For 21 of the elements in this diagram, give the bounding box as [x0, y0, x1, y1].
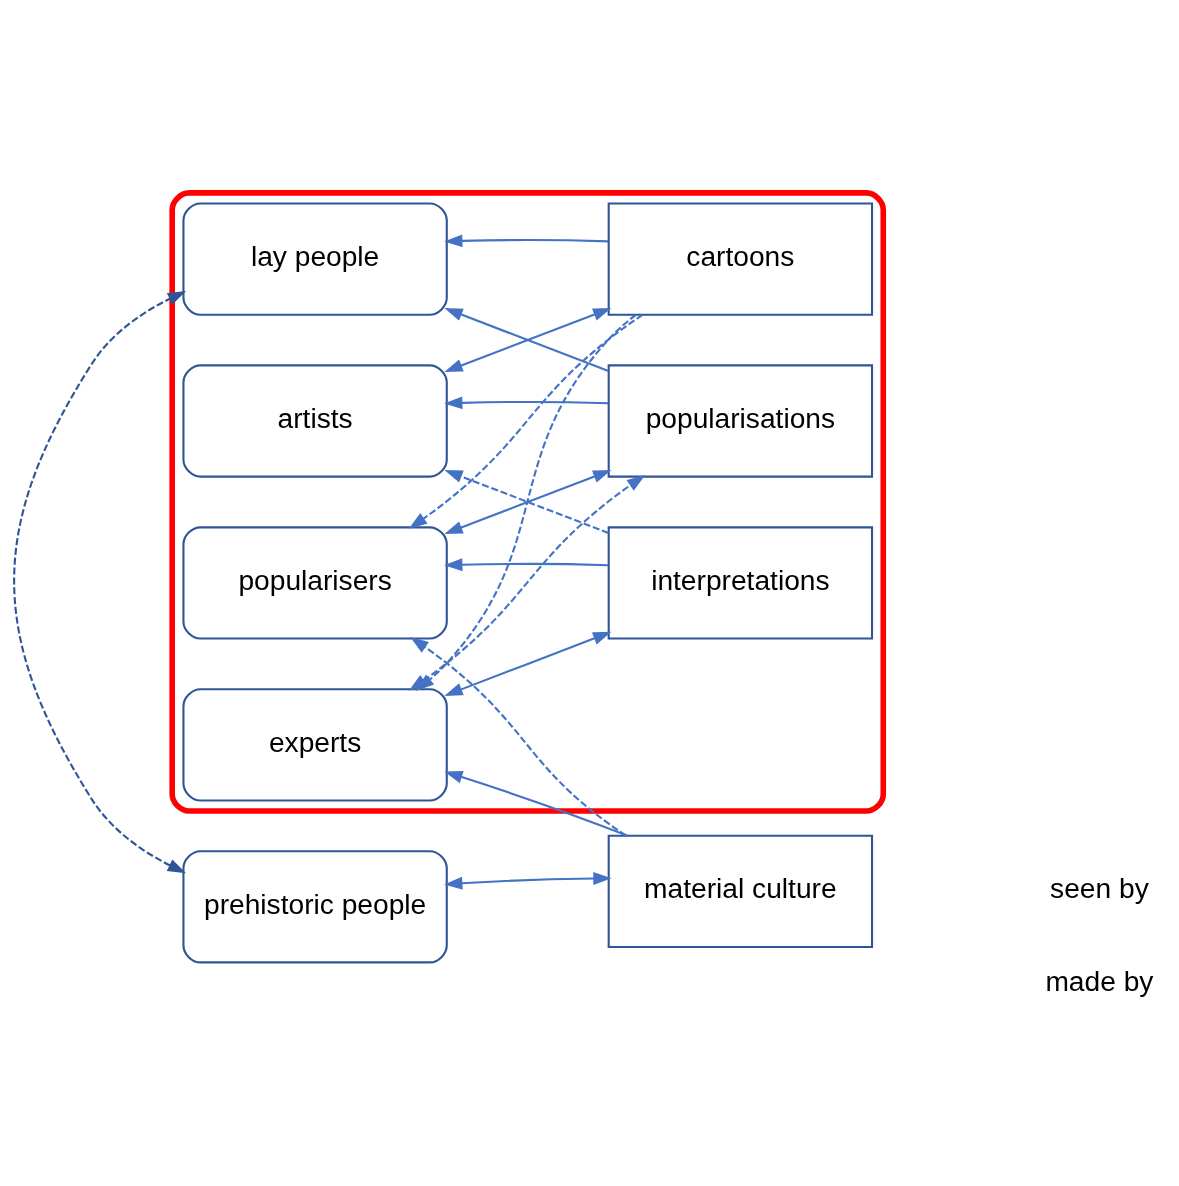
- node-box: popularisers: [182, 525, 448, 640]
- legend-label: seen by: [1050, 872, 1149, 904]
- node-box: cartoons: [607, 201, 874, 316]
- arrow: [444, 557, 609, 571]
- arrow: [444, 395, 609, 409]
- node-box: artists: [182, 363, 448, 478]
- arrow: [444, 631, 612, 696]
- arrow: [444, 871, 612, 890]
- node-box: popularisations: [607, 363, 874, 478]
- node-box: experts: [182, 687, 448, 802]
- arrow: [444, 234, 609, 247]
- arrow: [13, 290, 187, 873]
- arrow: [408, 313, 644, 529]
- node-box: material culture: [607, 834, 874, 948]
- node-box: lay people: [182, 201, 448, 316]
- legend-label: made by: [1045, 965, 1154, 997]
- arrow: [415, 313, 637, 691]
- node-box: prehistoric people: [182, 849, 448, 963]
- arrow: [444, 770, 628, 837]
- node-box: interpretations: [607, 525, 874, 640]
- cluster: [169, 189, 887, 814]
